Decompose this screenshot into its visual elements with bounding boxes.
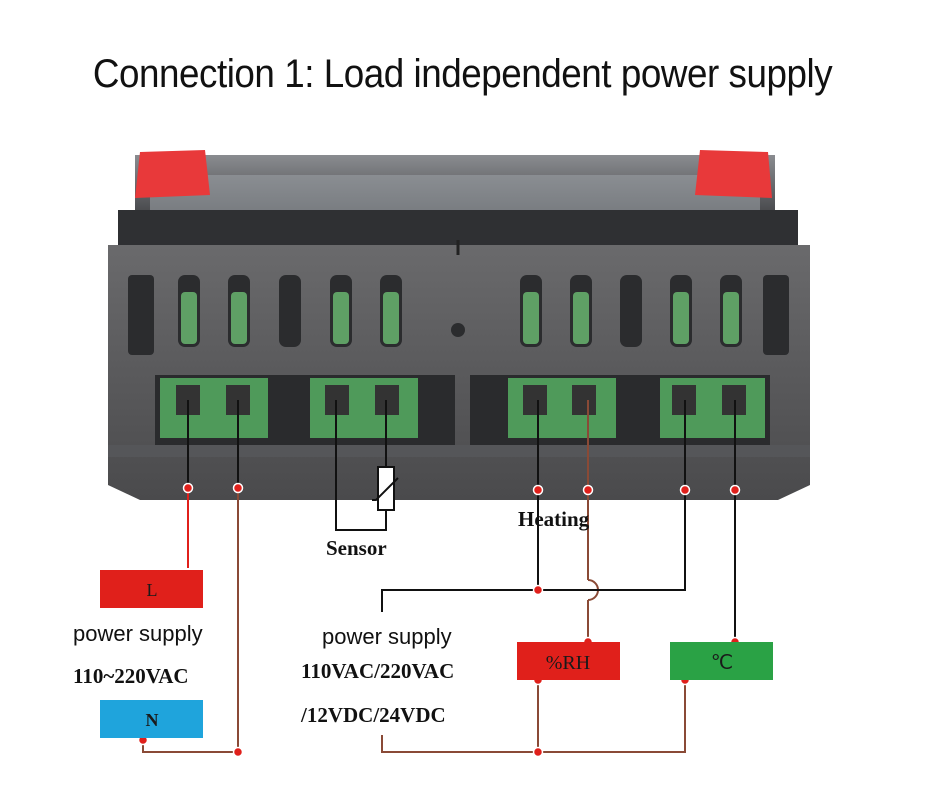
L-label: L [147,580,158,600]
sensor-label: Sensor [326,536,387,560]
rear-housing [108,245,810,500]
right-red-clip [695,150,772,198]
wire-sensor [335,400,387,531]
rh-load-box [517,642,620,680]
terminal-blocks [160,378,765,438]
heating-label: Heating [518,507,590,531]
N-label: N [146,710,159,730]
controller-device [108,150,810,500]
celsius-load-box [670,642,773,680]
thermistor-symbol [372,466,399,511]
L-terminal-box [100,570,203,608]
rh-label: %RH [546,652,590,674]
power-supply-left-label: power supply [73,621,203,646]
voltage-right-label-2: /12VDC/24VDC [300,703,446,727]
voltage-right-label-1: 110VAC/220VAC [301,659,454,683]
N-terminal-box [100,700,203,738]
power-supply-right-label: power supply [322,624,452,649]
diagram-title: Connection 1: Load independent power sup… [92,52,833,96]
left-red-clip [135,150,210,198]
vent-slots [128,275,789,355]
celsius-label: ℃ [711,652,733,674]
voltage-left-label: 110~220VAC [73,664,189,688]
